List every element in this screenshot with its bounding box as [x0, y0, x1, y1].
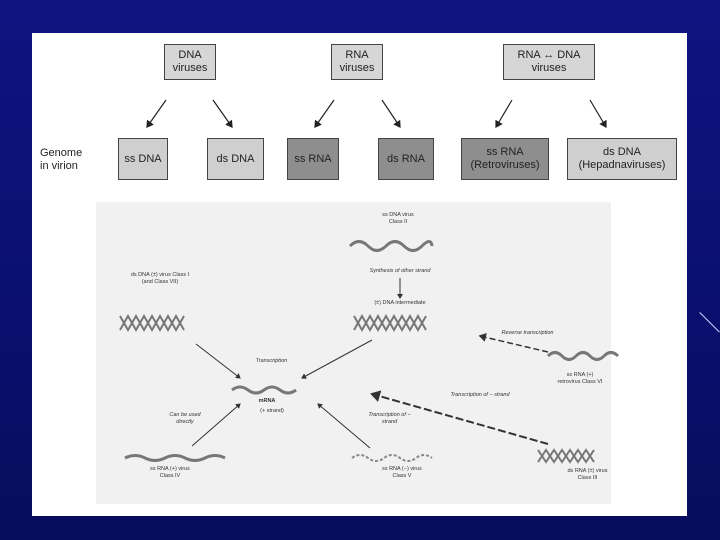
retroviruses-box: ss RNA (Retroviruses)	[461, 138, 549, 180]
class1-to-mrna-arrow	[195, 343, 241, 379]
transcription-v-label: Transcription of − strand	[368, 412, 411, 425]
reverse-transcription-label: Reverse transcription	[501, 330, 554, 336]
hepadnaviruses-line1: ds DNA	[603, 146, 641, 158]
genome-label-line1: Genome	[40, 147, 83, 159]
rna-viruses-line1: RNA	[345, 49, 369, 61]
ds-dna-box: ds DNA	[207, 138, 264, 180]
class1-helix-b	[119, 313, 185, 333]
arrow-dna-ds	[212, 99, 233, 128]
hepadnaviruses-box: ds DNA (Hepadnaviruses)	[567, 138, 677, 180]
dna-viruses-line2: viruses	[172, 62, 208, 74]
arrow-retro-ss	[495, 99, 513, 129]
class4-strand	[124, 454, 226, 462]
class4-to-mrna-arrow	[191, 403, 241, 447]
ds-intermediate-helix-b	[353, 313, 427, 333]
rna-dna-viruses-box: RNA ↔ DNA viruses	[503, 44, 595, 80]
ss-dna-label: ss DNA	[124, 152, 162, 165]
ds-intermediate-label: (±) DNA intermediate	[374, 300, 426, 306]
ss-dna-box: ss DNA	[118, 138, 168, 180]
arrow-rna-ss	[314, 99, 335, 128]
dna-viruses-box: DNA viruses	[164, 44, 216, 80]
baltimore-diagram-panel	[96, 202, 611, 504]
class6-label: ss RNA (+) retrovirus Class VI	[557, 372, 603, 385]
rna-viruses-line2: viruses	[339, 62, 375, 74]
class5-label: ss RNA (−) virus Class V	[382, 466, 422, 479]
ds-rna-label: ds RNA	[387, 152, 425, 165]
transcription-label: Transcription	[255, 358, 288, 364]
mrna-label: mRNA	[258, 398, 276, 404]
can-be-used-label: Can be used directly	[169, 412, 201, 425]
arrow-rna-ds	[381, 99, 401, 128]
class3-helix-b	[537, 448, 595, 464]
retroviruses-line1: ss RNA	[486, 146, 524, 158]
intermediate-to-mrna-arrow	[301, 339, 373, 379]
retroviruses-line2: (Retroviruses)	[470, 159, 540, 171]
class5-strand	[351, 454, 433, 462]
class1-helix-a	[119, 313, 185, 333]
ss-rna-box: ss RNA	[287, 138, 339, 180]
class2-label: ss DNA virus Class II	[382, 212, 414, 225]
class1-label: ds DNA (±) virus Class I (and Class VII)	[130, 272, 190, 285]
mrna-sub-label: (+ strand)	[260, 408, 284, 414]
reverse-transcription-arrow	[478, 332, 549, 353]
transcription-minus-label: Transcription of − strand	[450, 392, 510, 398]
ds-rna-box: ds RNA	[378, 138, 434, 180]
hepadnaviruses-line2: (Hepadnaviruses)	[578, 159, 666, 171]
arrow-dna-ss	[146, 99, 167, 128]
rna-dna-viruses-line1: RNA ↔ DNA	[517, 49, 581, 61]
mrna-strand	[231, 385, 297, 395]
rna-viruses-box: RNA viruses	[331, 44, 383, 80]
ss-rna-label: ss RNA	[294, 152, 332, 165]
class2-ssdna-strand	[348, 240, 434, 252]
genome-label-line2: in virion	[40, 160, 78, 172]
synthesis-label: Synthesis of other strand	[369, 268, 431, 274]
class3-label: ds RNA (±) virus Class III	[567, 468, 608, 481]
ds-dna-label: ds DNA	[216, 152, 255, 165]
genome-label: Genome in virion	[40, 147, 100, 173]
class5-to-mrna-arrow	[317, 403, 371, 449]
class6-ssrna-strand	[546, 351, 620, 361]
class3-to-mrna-arrow	[370, 390, 549, 445]
arrow-retro-ds	[589, 99, 607, 129]
class4-label: ss RNA (+) virus Class IV	[150, 466, 190, 479]
rna-dna-viruses-line2: viruses	[531, 62, 567, 74]
dna-viruses-line1: DNA	[178, 49, 202, 61]
